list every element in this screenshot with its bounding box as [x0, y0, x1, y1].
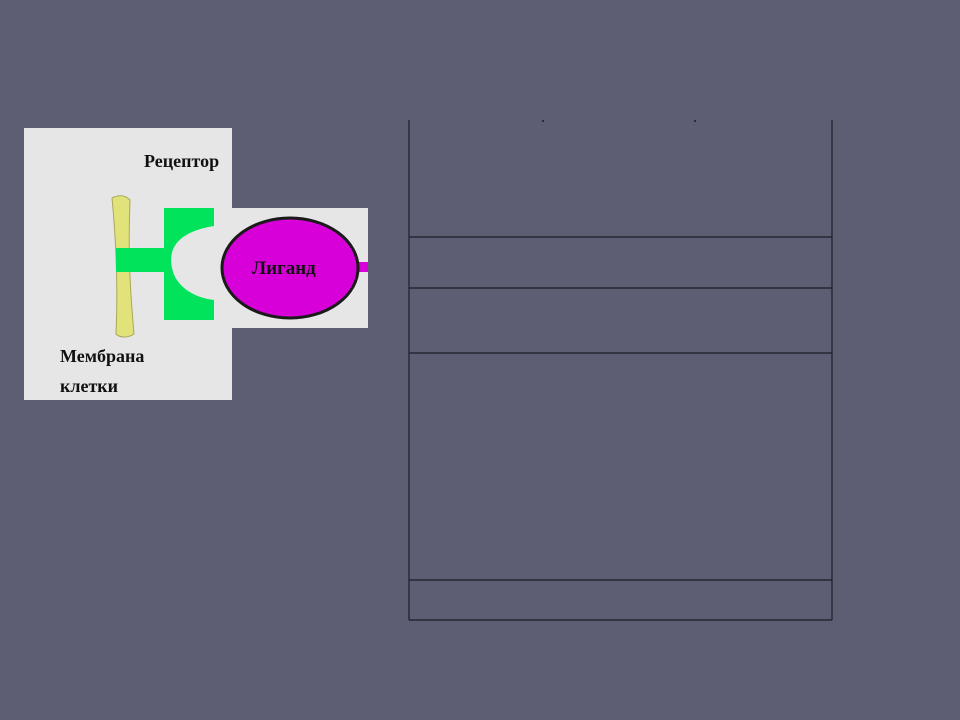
- table-speck: [542, 120, 544, 122]
- receptor-ligand-illustration: Рецептор Лиганд Мембрана клетки: [24, 128, 368, 400]
- receptor-stem: [116, 248, 168, 272]
- membrane-label-line1: Мембрана: [60, 346, 144, 366]
- receptor-cup: [164, 208, 214, 320]
- membrane-label-line2: клетки: [60, 376, 118, 396]
- ligand-tail: [354, 262, 368, 272]
- empty-table: [408, 120, 833, 621]
- ligand-label: Лиганд: [252, 258, 316, 279]
- ligand-shape: [220, 216, 360, 320]
- receptor-label: Рецептор: [144, 151, 219, 171]
- table-speck: [694, 120, 696, 122]
